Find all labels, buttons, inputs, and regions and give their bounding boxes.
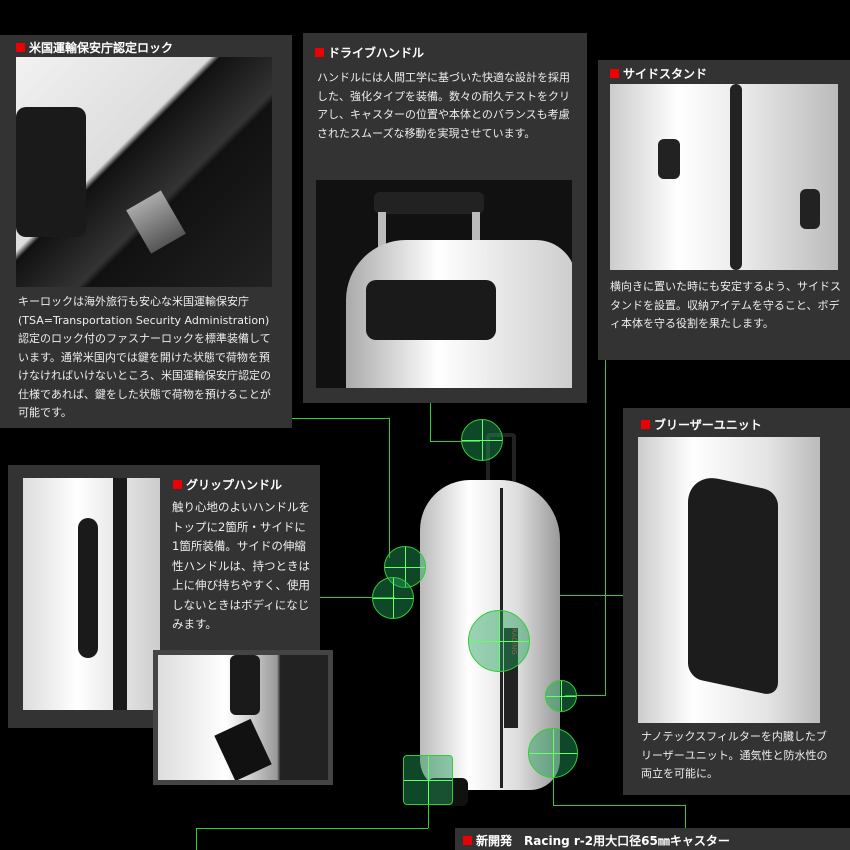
connector-line: [553, 760, 554, 805]
hotspot-grip-handle-side[interactable]: [372, 577, 414, 619]
connector-line: [497, 595, 623, 596]
drive-title-text: ドライブハンドル: [328, 46, 425, 60]
drive-description: ハンドルには人間工学に基づいた快適な設計を採用した、強化タイプを装備。数々の耐久…: [317, 71, 570, 140]
hotspot-drive-handle[interactable]: [461, 419, 503, 461]
hotspot-breather[interactable]: [468, 610, 530, 672]
connector-line: [196, 828, 197, 850]
connector-line: [196, 828, 428, 829]
hotspot-lock[interactable]: [528, 728, 578, 778]
breather-title-text: ブリーザーユニット: [654, 418, 762, 432]
connector-line: [605, 360, 606, 696]
stand-description: 横向きに置いた時にも安定するよう、サイドスタンドを設置。収納アイテムを守ること、…: [610, 280, 841, 330]
stand-title-text: サイドスタンド: [623, 67, 708, 81]
grip-detail-photo: [158, 655, 328, 780]
connector-line: [565, 695, 605, 696]
bullet-icon: [463, 836, 472, 845]
drive-title: ドライブハンドル: [315, 44, 424, 61]
grip-title: グリップハンドル: [173, 476, 282, 493]
connector-line: [320, 597, 395, 598]
stand-title: サイドスタンド: [610, 65, 707, 82]
lock-description: キーロックは海外旅行も安心な米国運輸保安庁(TSA=Transportation…: [18, 295, 271, 419]
connector-line: [553, 805, 685, 806]
connector-line: [430, 441, 480, 442]
hotspot-caster[interactable]: [403, 755, 453, 805]
caster-title-text: 新開発 Racing r-2用大口径65㎜キャスター: [476, 834, 730, 848]
lock-panel: 米国運輸保安庁認定ロック キーロックは海外旅行も安心な米国運輸保安庁(TSA=T…: [0, 35, 292, 428]
lock-photo: [16, 57, 272, 287]
bullet-icon: [315, 48, 324, 57]
lock-title-text: 米国運輸保安庁認定ロック: [29, 41, 174, 55]
bullet-icon: [610, 69, 619, 78]
lock-title: 米国運輸保安庁認定ロック: [16, 39, 173, 56]
breather-title: ブリーザーユニット: [641, 416, 762, 433]
hotspot-side-stand[interactable]: [545, 680, 577, 712]
connector-line: [292, 418, 389, 419]
drive-handle-panel: ドライブハンドル ハンドルには人間工学に基づいた快適な設計を採用した、強化タイプ…: [303, 33, 587, 403]
caster-title: 新開発 Racing r-2用大口径65㎜キャスター: [463, 832, 730, 849]
connector-line: [389, 418, 390, 558]
bullet-icon: [16, 43, 25, 52]
caster-panel: 新開発 Racing r-2用大口径65㎜キャスター: [455, 828, 850, 850]
connector-line: [685, 805, 686, 830]
bullet-icon: [173, 480, 182, 489]
side-stand-photo: [610, 84, 838, 270]
bullet-icon: [641, 420, 650, 429]
breather-description: ナノテックスフィルターを内臓したブリーザーユニット。通気性と防水性の両立を可能に…: [641, 730, 828, 780]
grip-description: 触り心地のよいハンドルをトップに2箇所・サイドに1箇所装備。サイドの伸縮性ハンド…: [172, 500, 310, 631]
grip-title-text: グリップハンドル: [186, 478, 283, 492]
grip-handle-panel: グリップハンドル 触り心地のよいハンドルをトップに2箇所・サイドに1箇所装備。サ…: [8, 465, 320, 728]
grip-handle-photo: [23, 478, 160, 710]
breather-panel: ブリーザーユニット ナノテックスフィルターを内臓したブリーザーユニット。通気性と…: [623, 408, 850, 795]
connector-line: [430, 403, 431, 441]
drive-handle-photo: [316, 180, 572, 388]
breather-photo: [638, 437, 820, 723]
grip-detail-frame: [153, 650, 333, 785]
side-stand-panel: サイドスタンド 横向きに置いた時にも安定するよう、サイドスタンドを設置。収納アイ…: [598, 60, 850, 360]
